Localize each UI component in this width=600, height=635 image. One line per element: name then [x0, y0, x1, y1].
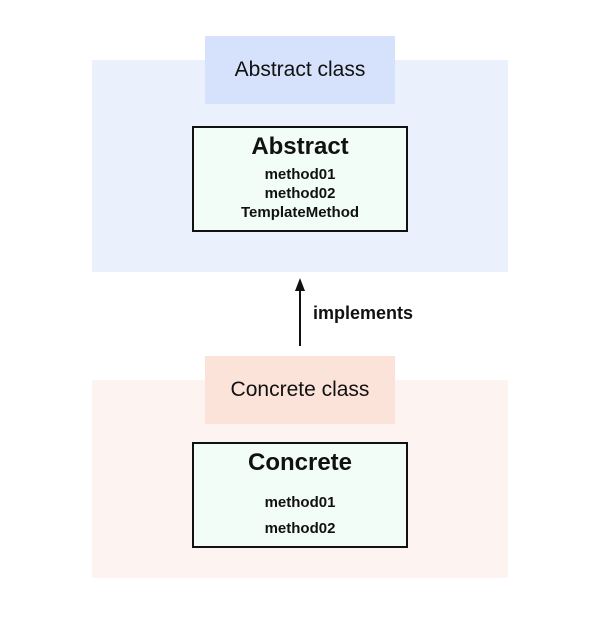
concrete-class-name: Concrete: [247, 449, 353, 476]
abstract-class-box: Abstract method01 method02 TemplateMetho…: [192, 126, 408, 232]
implements-label: implements: [313, 303, 414, 323]
concrete-method-2: method02: [264, 520, 336, 537]
concrete-class-label: Concrete class: [205, 356, 395, 424]
concrete-class-box: Concrete method01 method02: [192, 442, 408, 548]
abstract-method-2: method02: [264, 185, 336, 202]
abstract-method-1: method01: [264, 166, 336, 183]
implements-arrow: [295, 278, 305, 346]
abstract-class-name: Abstract: [251, 133, 349, 160]
concrete-method-1: method01: [264, 494, 336, 511]
abstract-class-label: Abstract class: [205, 36, 395, 104]
abstract-method-3: TemplateMethod: [240, 204, 360, 221]
